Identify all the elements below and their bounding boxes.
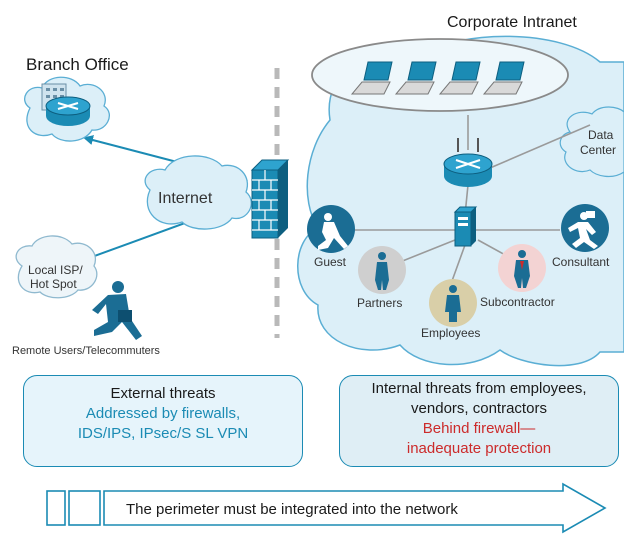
subcontractor-label: Subcontractor [480, 295, 555, 309]
laptop-icon [394, 61, 437, 95]
data-center-cloud [559, 106, 624, 178]
server-icon [453, 206, 478, 247]
external-threats-line2: IDS/IPS, IPsec/S SL VPN [77, 425, 249, 442]
isp-cloud [15, 235, 98, 299]
router-icon [45, 96, 91, 126]
internal-threats-line3: Behind firewall— [422, 420, 536, 437]
remote-user-icon [92, 281, 142, 340]
data-center-label-1: Data [588, 128, 614, 142]
internal-threats-line2: vendors, contractors [411, 400, 547, 417]
internal-threats-line4: inadequate protection [406, 440, 552, 457]
laptop-icon [350, 61, 393, 95]
internet-label: Internet [158, 190, 213, 207]
laptop-icon [438, 61, 481, 95]
employees-label: Employees [421, 326, 480, 340]
partners-avatar [358, 246, 406, 294]
data-center-label-2: Center [580, 143, 616, 157]
subcontractor-avatar [498, 244, 546, 292]
banner-arrow [103, 482, 607, 534]
firewall-icon [250, 159, 290, 239]
internet-cloud [144, 155, 252, 230]
guest-avatar [307, 205, 355, 253]
banner-text: The perimeter must be integrated into th… [126, 501, 458, 518]
banner-square-2 [68, 490, 101, 526]
local-isp-label-1: Local ISP/ [28, 263, 83, 277]
partners-label: Partners [357, 296, 402, 310]
corporate-intranet-label: Corporate Intranet [447, 14, 577, 31]
consultant-label: Consultant [552, 255, 610, 269]
laptops-ellipse [311, 38, 569, 112]
local-isp-label-2: Hot Spot [30, 277, 77, 291]
consultant-avatar [561, 204, 609, 252]
external-threats-box: External threats Addressed by firewalls,… [23, 375, 303, 467]
external-threats-title: External threats [110, 385, 216, 402]
laptop-icon [482, 61, 525, 95]
banner-square-1 [46, 490, 66, 526]
internal-threats-line1: Internal threats from employees, [371, 380, 587, 397]
external-threats-line1: Addressed by firewalls, [85, 405, 241, 422]
branch-office-label: Branch Office [26, 55, 129, 74]
router-icon [443, 138, 493, 187]
guest-label: Guest [314, 255, 347, 269]
remote-users-label: Remote Users/Telecommuters [12, 345, 160, 357]
employees-avatar [429, 279, 477, 327]
internal-threats-box: Internal threats from employees, vendors… [339, 375, 619, 467]
